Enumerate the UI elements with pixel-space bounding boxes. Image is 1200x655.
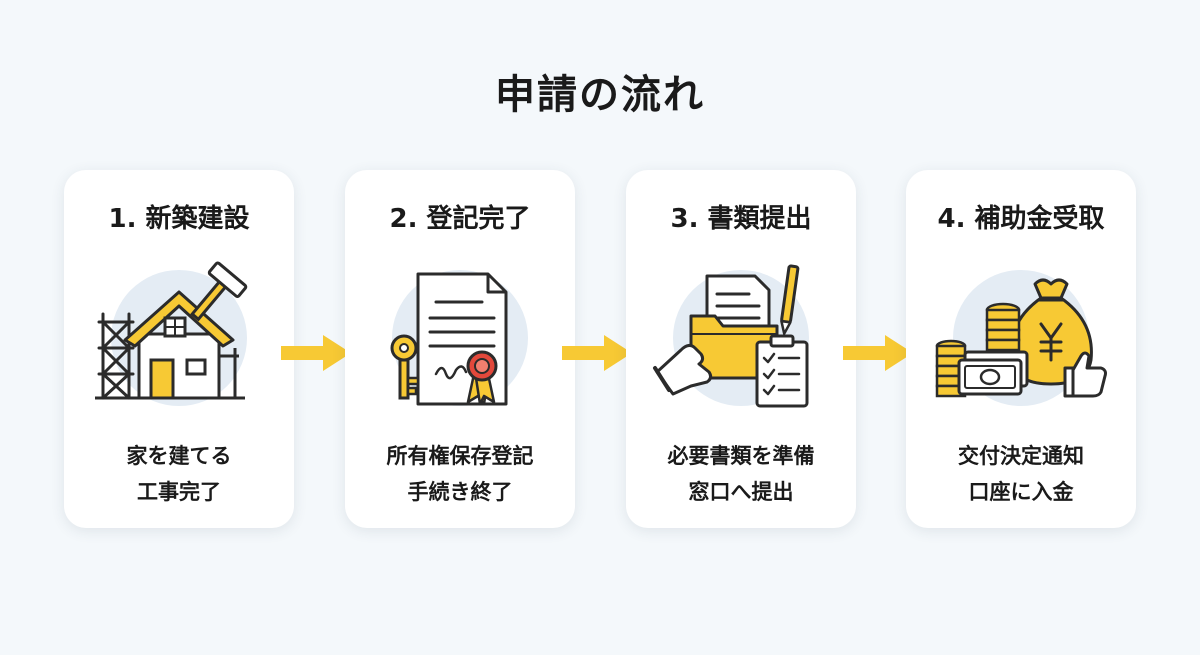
arrow-right-icon: [843, 335, 913, 371]
step-description-line: 工事完了: [137, 480, 221, 504]
step-title: 4. 補助金受取: [937, 204, 1105, 234]
page-title: 申請の流れ: [495, 72, 705, 118]
step-description-line: 手続き終了: [407, 480, 513, 504]
step-card-document-submission: 3. 書類提出: [626, 170, 856, 528]
registration-document-icon: [370, 256, 550, 416]
step-title: 1. 新築建設: [108, 204, 250, 234]
arrow-right-icon: [281, 335, 351, 371]
step-card-subsidy: 4. 補助金受取: [906, 170, 1136, 528]
document-submission-icon: [651, 256, 831, 416]
subsidy-money-icon: [931, 256, 1111, 416]
step-description: 交付決定通知 口座に入金: [906, 438, 1136, 510]
step-description-line: 家を建てる: [126, 444, 232, 468]
step-title: 3. 書類提出: [670, 204, 812, 234]
step-card-construction: 1. 新築建設: [64, 170, 294, 528]
step-description-line: 必要書類を準備: [667, 444, 815, 468]
house-construction-icon: [89, 256, 269, 416]
step-title: 2. 登記完了: [389, 204, 531, 234]
step-description-line: 所有権保存登記: [386, 444, 534, 468]
step-description: 家を建てる 工事完了: [64, 438, 294, 510]
application-flow: 1. 新築建設: [64, 170, 1136, 528]
step-description-line: 窓口へ提出: [688, 480, 794, 504]
step-description-line: 口座に入金: [968, 480, 1074, 504]
step-card-registration: 2. 登記完了: [345, 170, 575, 528]
step-description-line: 交付決定通知: [958, 444, 1084, 468]
step-description: 所有権保存登記 手続き終了: [345, 438, 575, 510]
step-description: 必要書類を準備 窓口へ提出: [626, 438, 856, 510]
arrow-right-icon: [562, 335, 632, 371]
